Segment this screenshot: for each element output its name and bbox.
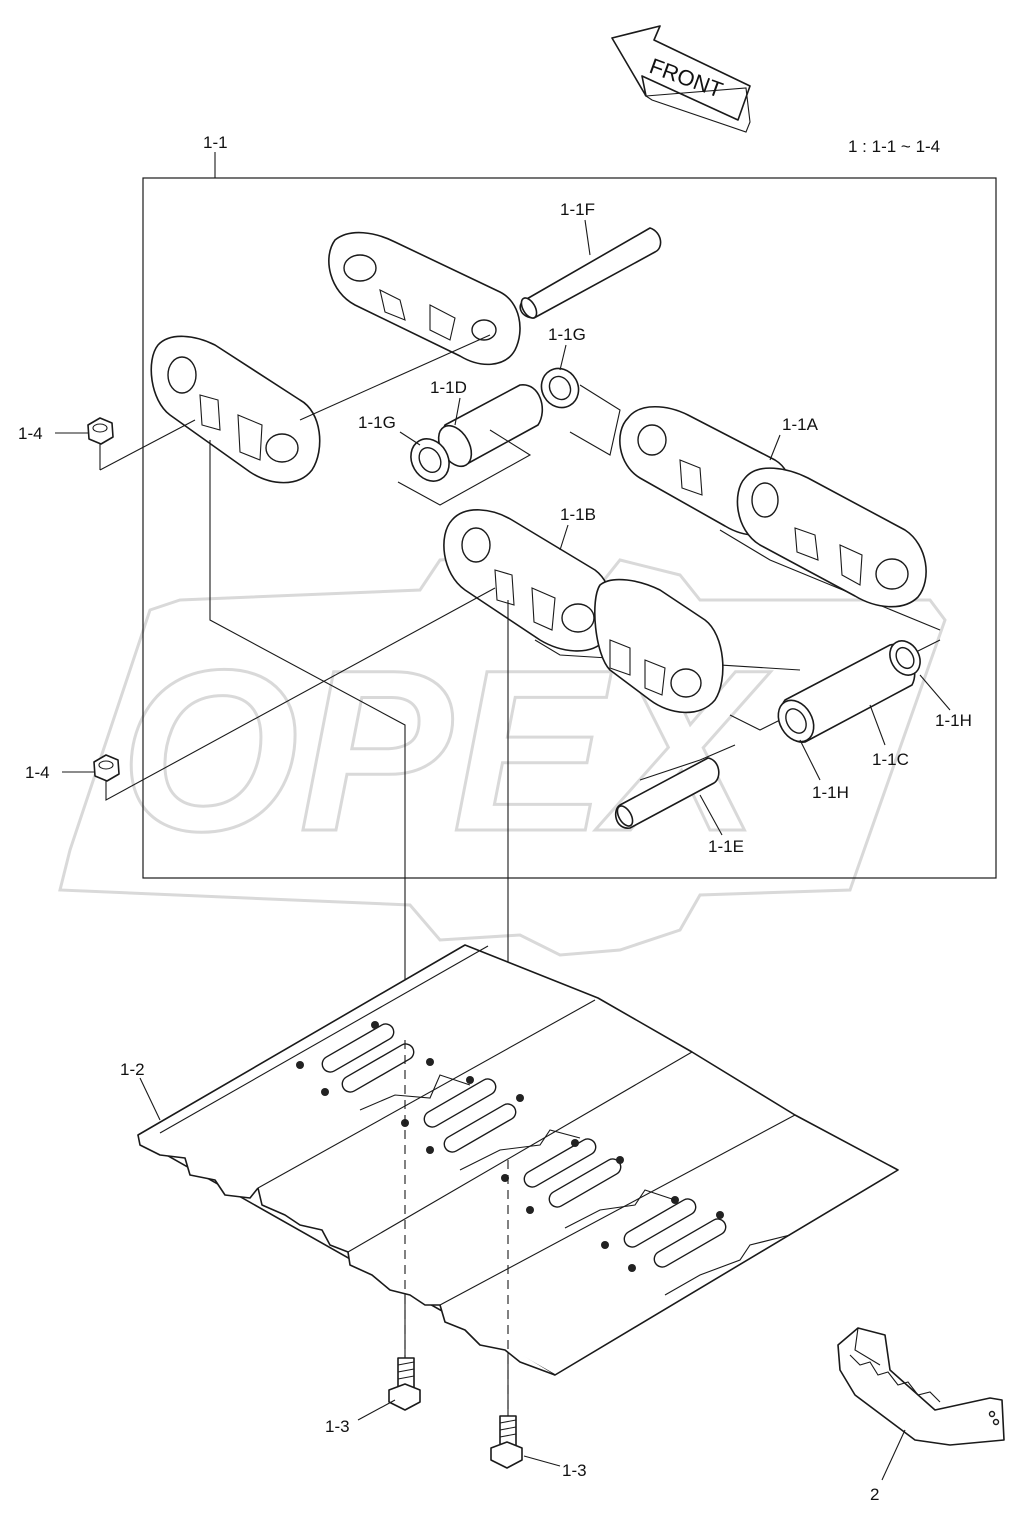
- label-1-1G-left: 1-1G: [358, 413, 396, 432]
- front-arrow: FRONT: [611, 25, 751, 133]
- pin-1-1E: [614, 757, 720, 829]
- link-pair-1-1A: [619, 406, 927, 608]
- label-1-1: 1-1: [203, 133, 228, 152]
- label-1-1A: 1-1A: [782, 415, 819, 434]
- label-1-1H-right: 1-1H: [935, 711, 972, 730]
- seal-1-1G-top: [540, 367, 580, 409]
- label-1-1F: 1-1F: [560, 200, 595, 219]
- bolt-1-3-left: [388, 1357, 421, 1411]
- label-1-3-right: 1-3: [562, 1461, 587, 1480]
- label-1-3-left: 1-3: [325, 1417, 350, 1436]
- label-1-1D: 1-1D: [430, 378, 467, 397]
- label-2: 2: [870, 1485, 879, 1504]
- label-1-4-bottom: 1-4: [25, 763, 50, 782]
- assembly-frame: [142, 177, 997, 879]
- guard-2: [837, 1327, 1005, 1446]
- track-shoes-1-2: [137, 944, 899, 1376]
- label-1-1H-bottom: 1-1H: [812, 783, 849, 802]
- label-1-1E: 1-1E: [708, 837, 744, 856]
- nut-1-4-bottom: [93, 754, 120, 782]
- seal-1-1G-left: [410, 438, 450, 482]
- link-upper-back: [328, 231, 521, 366]
- label-1-2: 1-2: [120, 1060, 145, 1079]
- link-left-front: [150, 335, 321, 484]
- nut-1-4-top: [87, 417, 114, 445]
- bushing-1-1C: [777, 640, 921, 743]
- label-1-4-top: 1-4: [18, 424, 43, 443]
- label-1-1B: 1-1B: [560, 505, 596, 524]
- pin-1-1F: [519, 227, 662, 319]
- range-note: 1 : 1-1 ~ 1-4: [848, 137, 940, 156]
- link-pair-1-1B: [443, 509, 724, 714]
- label-1-1G-top: 1-1G: [548, 325, 586, 344]
- bolt-1-3-right: [490, 1415, 523, 1469]
- label-1-1C: 1-1C: [872, 750, 909, 769]
